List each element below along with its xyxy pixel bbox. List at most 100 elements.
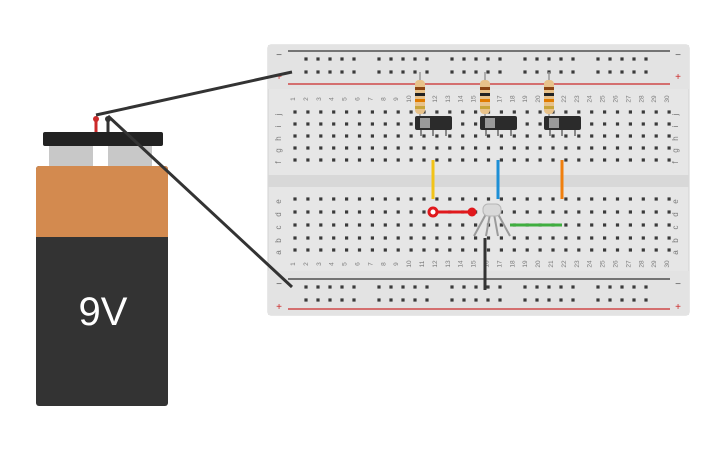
- breadboard-hole[interactable]: [641, 146, 645, 150]
- breadboard-hole[interactable]: [461, 122, 465, 126]
- breadboard-hole[interactable]: [525, 158, 529, 162]
- breadboard-hole[interactable]: [603, 134, 607, 138]
- breadboard-hole[interactable]: [641, 223, 645, 227]
- breadboard-hole[interactable]: [370, 210, 374, 214]
- rail-hole[interactable]: [450, 298, 454, 302]
- rail-hole[interactable]: [474, 298, 478, 302]
- rail-hole[interactable]: [535, 285, 539, 289]
- breadboard-hole[interactable]: [603, 248, 607, 252]
- breadboard-hole[interactable]: [499, 236, 503, 240]
- breadboard-hole[interactable]: [435, 158, 439, 162]
- breadboard-hole[interactable]: [422, 236, 426, 240]
- rail-hole[interactable]: [620, 57, 624, 61]
- breadboard-hole[interactable]: [435, 248, 439, 252]
- rail-hole[interactable]: [632, 285, 636, 289]
- breadboard-hole[interactable]: [641, 248, 645, 252]
- breadboard-hole[interactable]: [422, 158, 426, 162]
- rail-hole[interactable]: [547, 298, 551, 302]
- breadboard-hole[interactable]: [525, 210, 529, 214]
- breadboard-hole[interactable]: [461, 110, 465, 114]
- breadboard-hole[interactable]: [615, 248, 620, 252]
- breadboard-hole[interactable]: [667, 236, 671, 240]
- rail-hole[interactable]: [389, 285, 393, 289]
- breadboard-hole[interactable]: [357, 248, 362, 252]
- rail-hole[interactable]: [316, 57, 320, 61]
- breadboard-hole[interactable]: [293, 110, 297, 114]
- resistor[interactable]: [480, 72, 490, 122]
- breadboard-hole[interactable]: [551, 158, 555, 162]
- breadboard-hole[interactable]: [525, 134, 529, 138]
- breadboard-hole[interactable]: [448, 146, 452, 150]
- breadboard-hole[interactable]: [590, 236, 594, 240]
- breadboard-hole[interactable]: [383, 146, 387, 150]
- breadboard-hole[interactable]: [525, 122, 529, 126]
- breadboard-hole[interactable]: [306, 134, 310, 138]
- breadboard-hole[interactable]: [345, 197, 349, 201]
- breadboard-hole[interactable]: [396, 134, 400, 138]
- breadboard-hole[interactable]: [551, 146, 555, 150]
- breadboard-hole[interactable]: [383, 110, 387, 114]
- breadboard-hole[interactable]: [499, 158, 503, 162]
- breadboard-hole[interactable]: [654, 223, 658, 227]
- rail-hole[interactable]: [608, 57, 612, 61]
- rail-hole[interactable]: [462, 70, 466, 74]
- breadboard-hole[interactable]: [306, 210, 310, 214]
- breadboard-hole[interactable]: [512, 110, 516, 114]
- rail-hole[interactable]: [535, 298, 539, 302]
- breadboard-hole[interactable]: [538, 122, 542, 126]
- breadboard-hole[interactable]: [345, 158, 349, 162]
- breadboard-hole[interactable]: [345, 146, 349, 150]
- breadboard-hole[interactable]: [448, 223, 452, 227]
- rail-hole[interactable]: [328, 57, 332, 61]
- breadboard-hole[interactable]: [486, 248, 491, 252]
- rail-hole[interactable]: [462, 298, 466, 302]
- breadboard-hole[interactable]: [306, 158, 310, 162]
- rail-hole[interactable]: [474, 285, 478, 289]
- breadboard-hole[interactable]: [332, 146, 336, 150]
- breadboard-hole[interactable]: [461, 158, 465, 162]
- breadboard-hole[interactable]: [499, 134, 503, 138]
- rail-hole[interactable]: [377, 70, 381, 74]
- rail-hole[interactable]: [425, 70, 429, 74]
- breadboard-hole[interactable]: [332, 236, 336, 240]
- rail-hole[interactable]: [352, 285, 356, 289]
- breadboard-hole[interactable]: [654, 158, 658, 162]
- rail-hole[interactable]: [377, 298, 381, 302]
- rail-hole[interactable]: [498, 285, 502, 289]
- rail-hole[interactable]: [340, 298, 344, 302]
- rail-hole[interactable]: [523, 298, 527, 302]
- rail-hole[interactable]: [608, 285, 612, 289]
- breadboard-hole[interactable]: [667, 146, 671, 150]
- breadboard-hole[interactable]: [538, 236, 542, 240]
- breadboard-hole[interactable]: [396, 236, 400, 240]
- breadboard-hole[interactable]: [564, 236, 568, 240]
- rail-hole[interactable]: [596, 298, 600, 302]
- rail-hole[interactable]: [340, 70, 344, 74]
- rail-hole[interactable]: [620, 285, 624, 289]
- breadboard-hole[interactable]: [512, 134, 516, 138]
- rail-hole[interactable]: [377, 285, 381, 289]
- breadboard-hole[interactable]: [667, 210, 671, 214]
- breadboard-hole[interactable]: [422, 210, 426, 214]
- breadboard-hole[interactable]: [422, 134, 426, 138]
- breadboard-hole[interactable]: [332, 158, 336, 162]
- breadboard-hole[interactable]: [383, 223, 387, 227]
- breadboard-hole[interactable]: [474, 158, 478, 162]
- breadboard-hole[interactable]: [603, 122, 607, 126]
- breadboard-hole[interactable]: [370, 248, 374, 252]
- breadboard-hole[interactable]: [603, 236, 607, 240]
- rail-hole[interactable]: [389, 57, 393, 61]
- rail-hole[interactable]: [352, 70, 356, 74]
- rail-hole[interactable]: [462, 57, 466, 61]
- breadboard-hole[interactable]: [474, 223, 478, 227]
- breadboard-hole[interactable]: [628, 146, 632, 150]
- rail-hole[interactable]: [632, 298, 636, 302]
- breadboard-hole[interactable]: [667, 110, 671, 114]
- breadboard-hole[interactable]: [564, 248, 568, 252]
- breadboard-hole[interactable]: [461, 146, 465, 150]
- breadboard-hole[interactable]: [357, 134, 362, 138]
- breadboard-hole[interactable]: [461, 197, 465, 201]
- rail-hole[interactable]: [316, 285, 320, 289]
- breadboard-hole[interactable]: [474, 248, 478, 252]
- breadboard-hole[interactable]: [499, 223, 503, 227]
